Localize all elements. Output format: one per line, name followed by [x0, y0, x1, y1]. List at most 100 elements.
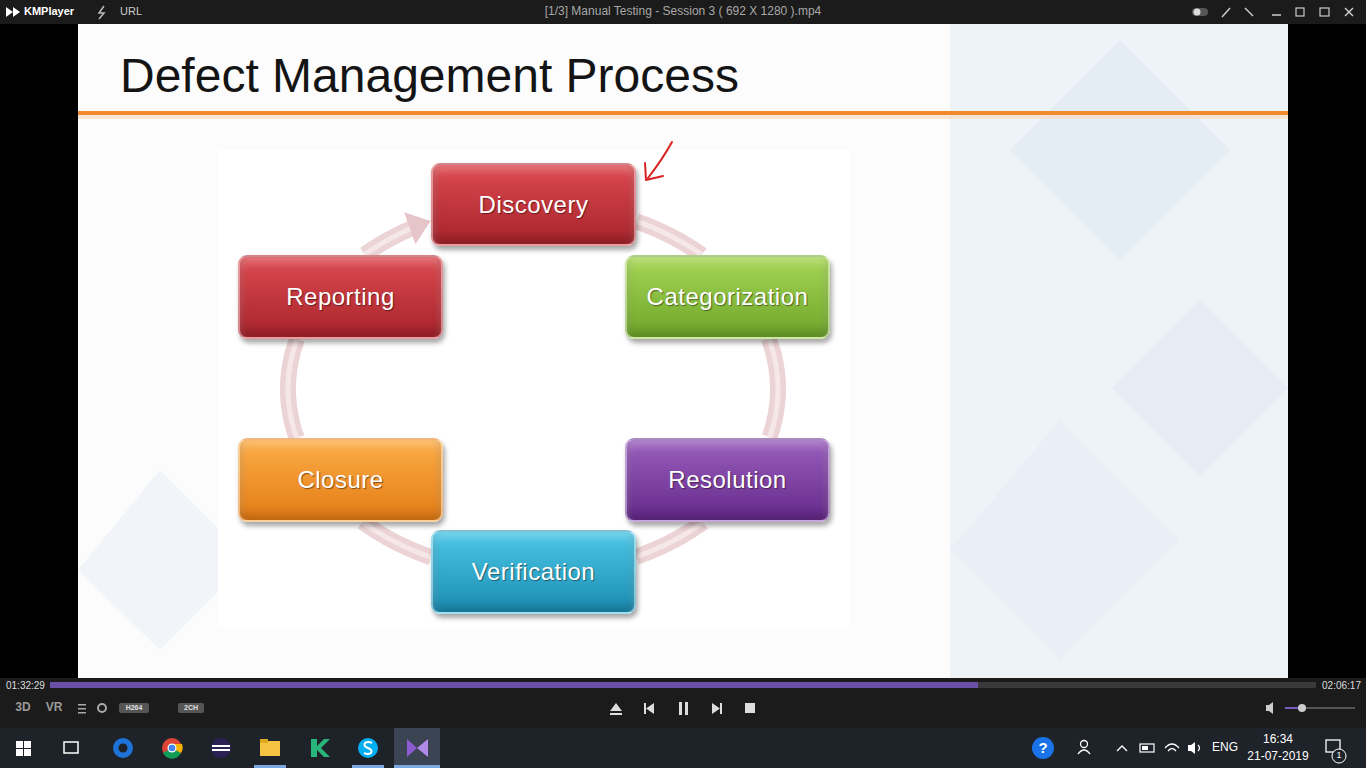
- chrome-icon: [169, 745, 176, 752]
- app-icon: [311, 739, 330, 757]
- edge-icon: [113, 738, 133, 758]
- stop-icon: [745, 703, 755, 713]
- player-logo: [13, 7, 20, 17]
- progress-fill: [50, 682, 978, 688]
- eject-icon: [610, 703, 622, 711]
- shrink-icon: [1245, 8, 1253, 16]
- speaker-icon: [1198, 745, 1200, 751]
- start-icon: [16, 749, 23, 756]
- pause-icon: [685, 702, 688, 715]
- start-icon: [24, 749, 31, 756]
- people-icon: [1081, 741, 1088, 748]
- edge-icon: [119, 744, 128, 753]
- process-box: Discovery: [431, 163, 636, 246]
- previous-icon: [646, 703, 654, 714]
- skype-icon: [364, 742, 372, 754]
- player-taskbar-icon: [417, 739, 428, 757]
- volume-icon: [1266, 702, 1273, 714]
- cycle-ring-highlight: [637, 221, 702, 255]
- title-rule: [78, 111, 1288, 115]
- next-icon: [720, 703, 722, 714]
- tray-expand-icon: [1117, 746, 1127, 751]
- clock-time: 16:34: [1263, 733, 1293, 747]
- pen-annotation: [645, 163, 663, 180]
- elapsed-time: 01:32:29: [6, 680, 45, 692]
- slide-pattern: [1010, 40, 1230, 260]
- battery-icon: [1140, 744, 1154, 752]
- process-box: Resolution: [625, 438, 830, 522]
- process-box: Categorization: [625, 255, 830, 339]
- eclipse-icon: [212, 749, 230, 751]
- player-taskbar-icon: [407, 739, 417, 757]
- active-app: [394, 728, 440, 768]
- url-button: URL: [120, 5, 142, 18]
- title-rule-shadow: [78, 115, 1288, 119]
- toggle-icon: [1194, 9, 1201, 16]
- task-view-icon: [64, 742, 78, 753]
- cycle-connector: [636, 522, 703, 557]
- next-icon: [712, 703, 720, 714]
- codec-badge: [119, 703, 149, 713]
- minimize-icon: [1272, 14, 1281, 16]
- folder-icon: [260, 741, 280, 756]
- toggle-icon: [1192, 8, 1208, 16]
- pause-icon: [679, 702, 682, 715]
- box-label: Reporting: [286, 283, 395, 311]
- folder-icon: [260, 739, 268, 743]
- start-icon: [16, 741, 23, 748]
- pin-icon: [1222, 8, 1230, 17]
- cycle-connector: [363, 522, 431, 557]
- people-icon: [1078, 750, 1090, 754]
- slide-pattern: [950, 420, 1180, 660]
- title-bar: [0, 0, 1366, 24]
- close-icon: [1345, 8, 1353, 16]
- cycle-ring-highlight: [363, 522, 431, 557]
- playlist-icon: [78, 704, 86, 706]
- slide-background: [78, 24, 1288, 678]
- box-label: Closure: [297, 466, 383, 494]
- cycle-ring: [363, 522, 431, 557]
- slide-pattern: [1112, 300, 1288, 476]
- help-mark: ?: [1038, 739, 1047, 756]
- playlist-icon: [78, 712, 86, 714]
- total-time: 02:06:17: [1322, 680, 1361, 692]
- cycle-ring: [637, 221, 702, 255]
- wifi-icon: [1165, 744, 1179, 751]
- clock-date: 21-07-2019: [1247, 750, 1308, 764]
- audio-badge: [178, 703, 204, 713]
- battery-icon: [1142, 746, 1148, 750]
- eject-icon: [610, 713, 622, 715]
- running-indicator: [394, 765, 440, 768]
- speaker-icon: [1188, 742, 1195, 754]
- cycle-ring: [288, 339, 297, 438]
- help-icon: [1032, 737, 1054, 759]
- fullscreen-icon: [1320, 8, 1329, 16]
- notification-count: 1: [1336, 750, 1341, 760]
- mode-button: VR: [46, 701, 63, 715]
- app-name: KMPlayer: [24, 5, 74, 18]
- taskbar: [0, 728, 1366, 768]
- chrome-icon: [162, 738, 182, 758]
- audio-badge-text: 2CH: [184, 704, 198, 712]
- input-language: ENG: [1212, 741, 1238, 755]
- playlist-icon: [78, 708, 86, 710]
- arrow-head: [404, 212, 430, 244]
- close-icon: [1345, 8, 1353, 16]
- box-label: Discovery: [479, 191, 589, 219]
- cycle-ring-highlight: [769, 339, 778, 438]
- cycle-ring: [769, 339, 778, 438]
- progress-track: [50, 682, 1316, 688]
- pen-annotation: [648, 142, 672, 178]
- cycle-connector: [637, 221, 702, 255]
- slide-title: Defect Management Process: [120, 48, 739, 103]
- diagram-background: [218, 150, 850, 628]
- cycle-ring: [365, 226, 418, 255]
- settings-icon: [98, 704, 106, 712]
- volume-track: [1285, 707, 1355, 709]
- volume-knob: [1298, 704, 1306, 712]
- codec-badge-text: H264: [126, 704, 143, 712]
- running-indicator: [352, 765, 384, 768]
